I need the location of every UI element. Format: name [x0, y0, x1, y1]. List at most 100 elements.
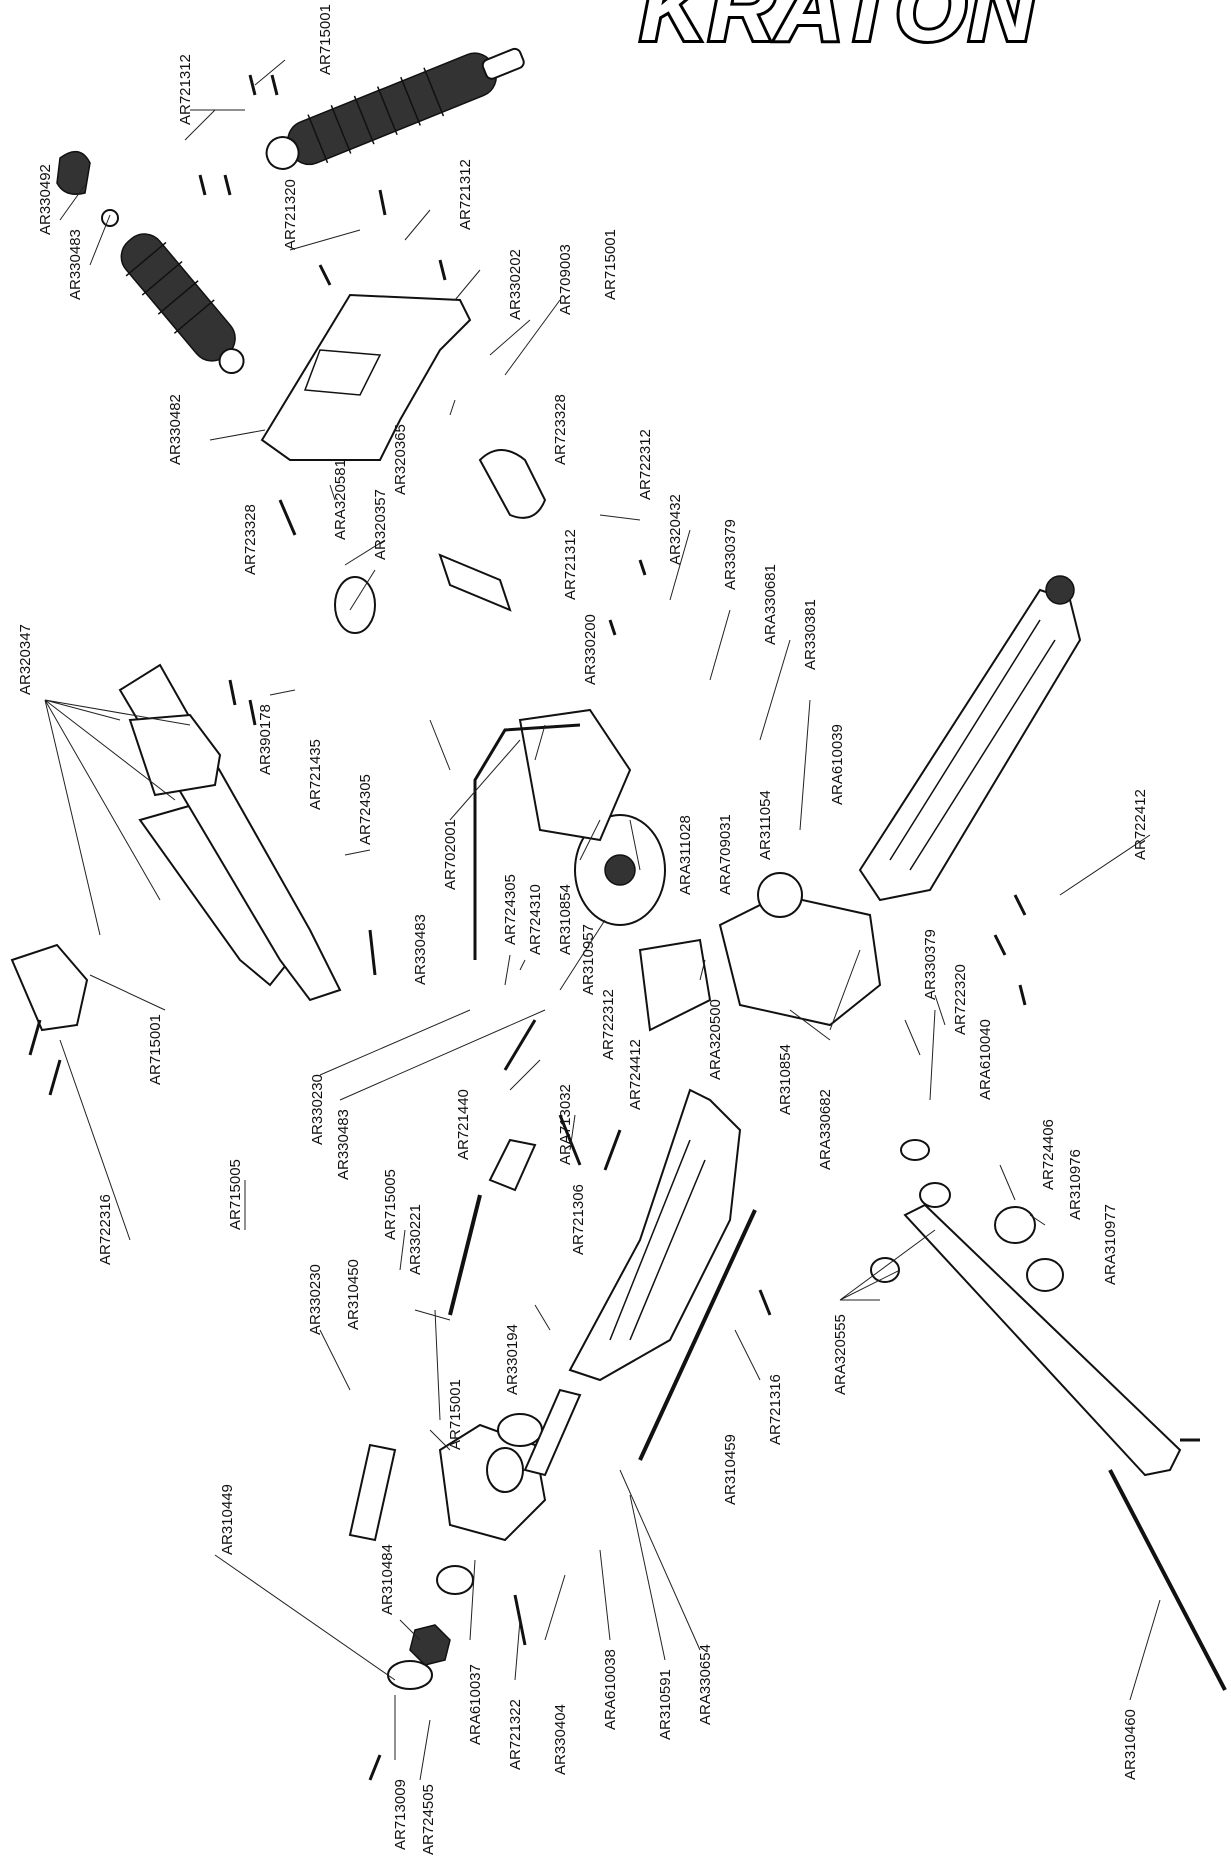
part-label: AR721320	[282, 179, 299, 250]
part-label: ARA713032	[557, 1084, 574, 1165]
part-label: AR721440	[455, 1089, 472, 1160]
part-label: AR330200	[582, 614, 599, 685]
bearing-b	[436, 1565, 474, 1595]
part-label: AR724412	[627, 1039, 644, 1110]
part-label: AR722412	[1132, 789, 1149, 860]
part-label: AR724406	[1040, 1119, 1057, 1190]
part-label: AR723328	[242, 504, 259, 575]
rod-end	[488, 1138, 537, 1192]
screw-set	[28, 74, 1200, 1781]
part-label: ARA330682	[817, 1089, 834, 1170]
part-label: AR330202	[507, 249, 524, 320]
driveshaft-center	[638, 1209, 757, 1461]
part-label: AR330230	[307, 1264, 324, 1335]
kraton-logo: KRATON	[610, 0, 1230, 63]
part-label: AR713009	[392, 1779, 409, 1850]
part-label: AR320347	[17, 624, 34, 695]
bellcrank-right	[478, 449, 547, 519]
part-label: AR721316	[767, 1374, 784, 1445]
part-label: AR320357	[372, 489, 389, 560]
front-arm-upper-right	[858, 588, 1082, 902]
axle	[523, 1388, 582, 1477]
part-label: AR330230	[309, 1074, 326, 1145]
driveshaft-rear	[1108, 1469, 1227, 1691]
turnbuckle	[448, 1194, 482, 1316]
wheel-nut	[387, 1660, 433, 1690]
part-label: AR724505	[420, 1784, 437, 1855]
part-label: AR320432	[667, 494, 684, 565]
part-label: AR715001	[317, 4, 334, 75]
part-label: AR722312	[637, 429, 654, 500]
part-label: AR311054	[757, 790, 774, 860]
part-label: AR330483	[412, 914, 429, 985]
part-label: AR320365	[392, 424, 409, 495]
part-label: AR715001	[447, 1379, 464, 1450]
part-label: AR330483	[67, 229, 84, 300]
part-label: AR715001	[602, 229, 619, 300]
part-label: AR724310	[527, 884, 544, 955]
part-label: ARA320500	[707, 999, 724, 1080]
mount-plate-b	[10, 943, 89, 1032]
shock-cap	[56, 150, 91, 195]
part-label: ARA310977	[1102, 1204, 1119, 1285]
part-label: AR724305	[357, 774, 374, 845]
part-label: ARA709031	[717, 814, 734, 895]
parts-artwork	[10, 47, 1227, 1781]
part-label: ARA320581	[332, 459, 349, 540]
part-label: AR310591	[657, 1669, 674, 1740]
part-label: AR310957	[580, 924, 597, 995]
part-label: ARA610037	[467, 1664, 484, 1745]
part-label: AR330482	[167, 394, 184, 465]
part-label: AR330379	[922, 929, 939, 1000]
shock-absorber-lower	[120, 233, 245, 375]
part-label: AR330381	[802, 599, 819, 670]
part-label: AR390178	[257, 704, 274, 775]
part-label: AR709003	[557, 244, 574, 315]
logo-text: KRATON	[640, 0, 1038, 60]
shock-bushing	[101, 209, 119, 227]
part-label: AR330404	[552, 1704, 569, 1775]
part-label: AR310459	[722, 1434, 739, 1505]
part-label: AR310450	[345, 1259, 362, 1330]
part-label: ARA610040	[977, 1019, 994, 1100]
bearing-a	[497, 1413, 543, 1447]
anti-roll-bar	[473, 723, 581, 960]
shock-absorber-upper	[265, 47, 525, 170]
part-label: ARA320555	[832, 1314, 849, 1395]
part-labels: AR715001 AR721312 AR330492 AR330483 AR72…	[17, 4, 1149, 1855]
part-label: AR723328	[552, 394, 569, 465]
long-arm	[903, 1203, 1182, 1477]
part-label: AR721312	[177, 54, 194, 125]
part-label: AR722316	[97, 1194, 114, 1265]
part-label: ARA610038	[602, 1649, 619, 1730]
part-label: AR330194	[504, 1324, 521, 1395]
part-label: AR722312	[600, 989, 617, 1060]
part-label: AR330492	[37, 164, 54, 235]
part-label: AR715005	[382, 1169, 399, 1240]
part-label: AR721322	[507, 1699, 524, 1770]
part-label: AR330221	[407, 1204, 424, 1275]
part-label: AR310854	[557, 884, 574, 955]
part-label: AR722320	[952, 964, 969, 1035]
wheel-hex	[409, 1624, 451, 1666]
part-label: AR310976	[1067, 1149, 1084, 1220]
part-label: AR715005	[227, 1159, 244, 1230]
part-label: AR721435	[307, 739, 324, 810]
lower-arm	[568, 1088, 742, 1382]
part-label: ARA610039	[829, 724, 846, 805]
bulkhead-left	[518, 708, 632, 842]
part-label: AR702001	[442, 819, 459, 890]
part-label: AR330379	[722, 519, 739, 590]
mount-plate-a	[128, 713, 222, 797]
part-label: AR715001	[147, 1014, 164, 1085]
part-label: AR330483	[335, 1109, 352, 1180]
part-label: ARA330654	[697, 1644, 714, 1725]
part-label: AR310484	[379, 1544, 396, 1615]
part-label: ARA311028	[677, 815, 694, 895]
leader-lines	[44, 59, 1161, 1781]
bellcrank-left	[438, 553, 512, 612]
part-label: AR721306	[570, 1184, 587, 1255]
part-label: AR724305	[502, 874, 519, 945]
part-label: AR310854	[777, 1044, 794, 1115]
